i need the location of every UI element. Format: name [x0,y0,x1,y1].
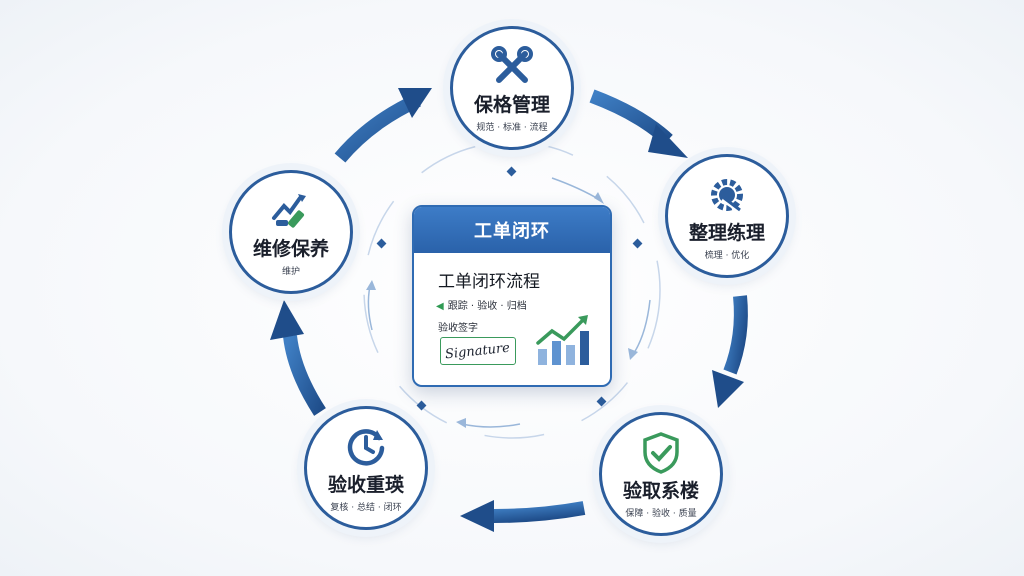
arrowhead-right-to-bottom [712,370,744,408]
node-bottom-left: 验收重瑛 复核 · 总结 · 闭环 [304,406,428,530]
growth-chart-icon [536,315,589,365]
arrow-right-to-bottom [723,295,748,375]
signature-text: Signature [444,340,512,362]
center-card: 工单闭环 工单闭环流程 ◀跟踪 · 验收 · 归档 验收签字 Signature [412,205,612,387]
wrench-screwdriver-icon [491,45,533,83]
arrowhead-to-left [270,300,304,340]
signature-box: Signature [440,337,516,365]
center-card-line1: ◀跟踪 · 验收 · 归档 [436,297,527,312]
center-card-title: 工单闭环流程 [438,272,540,292]
node-left-sub: 维护 [281,266,300,277]
node-right-title: 整理练理 [688,221,765,244]
center-card-header: 工单闭环 [414,207,610,253]
arrow-left-to-top [334,93,421,163]
node-bottom-left-title: 验收重瑛 [327,473,404,496]
node-left: 维修保养 维护 [229,170,353,294]
arrow-bottom-right-to-left [493,501,586,523]
inner-arrow-1 [551,177,601,201]
node-bottom-right-title: 验取系楼 [622,479,699,502]
inner-arrow-2 [631,299,651,357]
center-card-line1-text: 跟踪 · 验收 · 归档 [447,301,527,312]
arrowhead-bottom-to-left [460,500,494,532]
node-bottom-right: 验取系楼 保障 · 验收 · 质量 [599,412,723,536]
node-right: 整理练理 梳理 · 优化 [665,154,789,278]
inner-arrow-4 [367,285,373,331]
node-bottom-left-sub: 复核 · 总结 · 闭环 [330,502,402,513]
arrowhead-left-to-top [398,88,432,118]
inner-ring [363,141,661,439]
node-top-title: 保格管理 [473,93,550,116]
gear-wrench-icon [711,178,743,213]
inner-arrow-3 [461,423,521,428]
center-card-line2: 验收签字 [438,323,478,334]
node-bottom-right-sub: 保障 · 验收 · 质量 [625,508,697,519]
play-triangle-icon: ◀ [436,301,444,312]
arrowhead-top-to-right [648,124,688,158]
node-top-sub: 规范 · 标准 · 流程 [476,122,548,133]
shield-check-icon [643,431,679,474]
node-right-sub: 梳理 · 优化 [704,250,750,261]
arrow-bottom-left-to-left [283,335,326,416]
clock-check-icon [347,428,385,466]
tools-icon [272,193,306,228]
node-top: 保格管理 规范 · 标准 · 流程 [450,26,574,150]
node-left-title: 维修保养 [252,237,329,260]
